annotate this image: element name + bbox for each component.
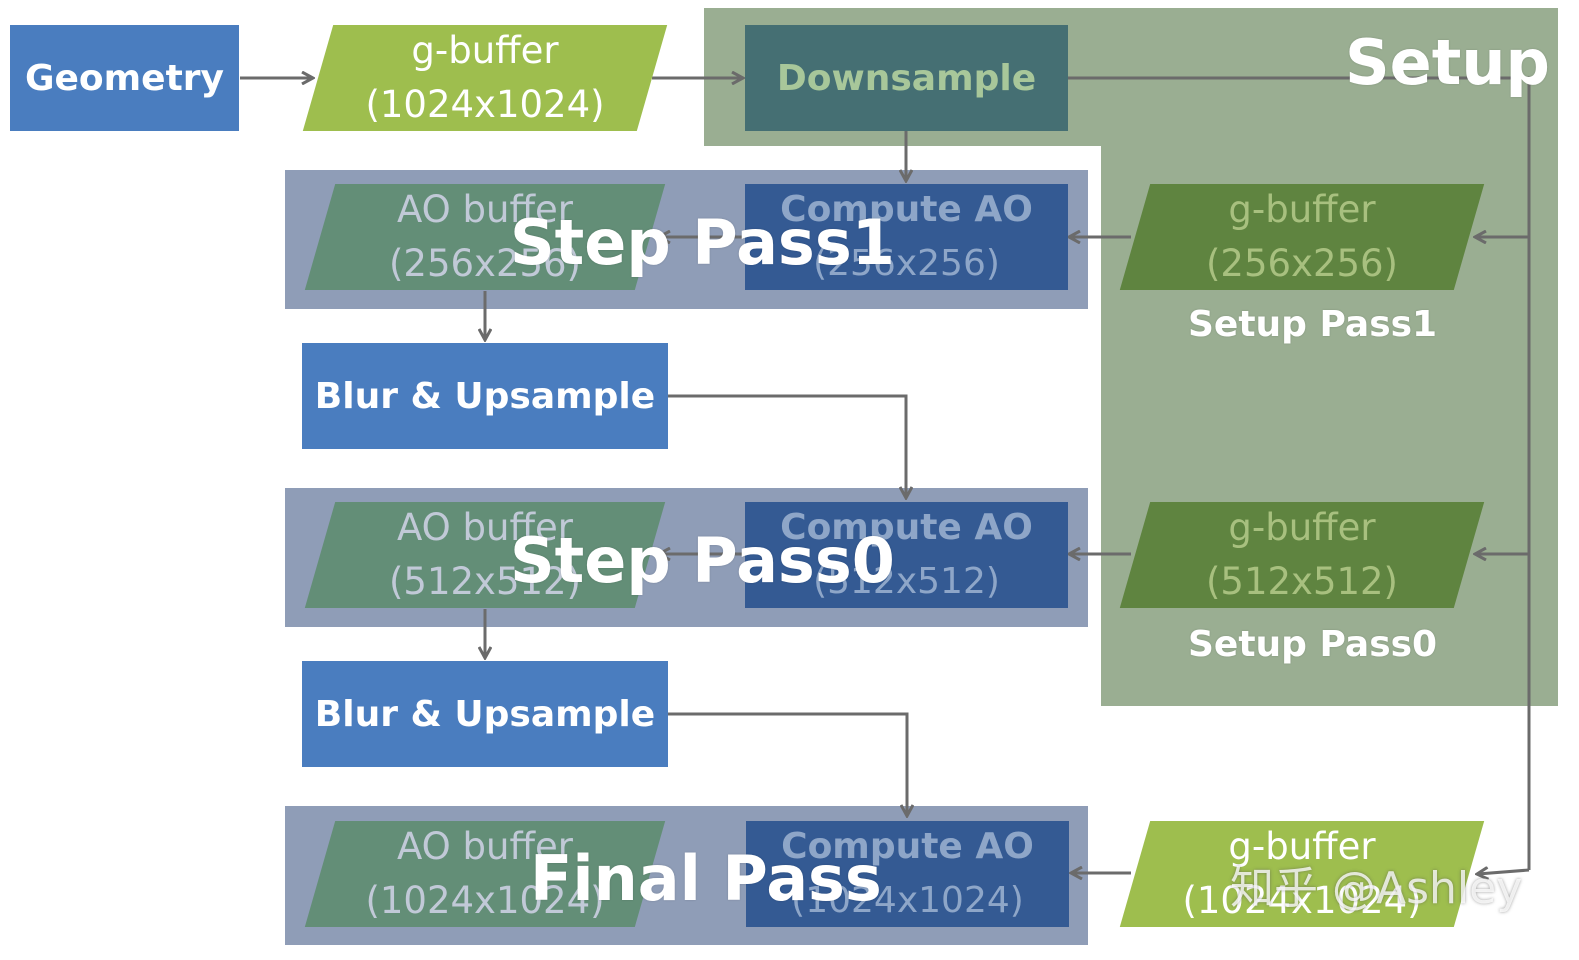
step-pass0-compute-ao: Compute AO (512x512) (745, 502, 1068, 608)
step-pass0-title: Step Pass0 (510, 524, 895, 597)
step-pass0-ao-line2: (512x512) (388, 560, 581, 603)
geometry-label: Geometry (24, 57, 225, 99)
final-pass-compute-ao: Compute AO (1024x1024) (746, 821, 1069, 927)
step-pass1-title: Step Pass1 (510, 206, 895, 279)
setup-pass1-buffer-line2: (256x256) (1205, 242, 1398, 285)
blur-upsample-1-box: Blur & Upsample (302, 343, 668, 449)
watermark: 知乎 @Ashley (1230, 863, 1523, 914)
final-pass-title: Final Pass (530, 842, 882, 915)
step-pass0-ao-line1: AO buffer (397, 506, 573, 549)
step-pass1-ao-buffer: AO buffer (256x256) (304, 184, 666, 290)
setup-bus-line (1068, 76, 1531, 870)
setup-pass1-buffer: g-buffer (256x256) (1119, 184, 1485, 290)
arrow-blur0-final-compute (668, 712, 907, 815)
setup-pass0-label: Setup Pass0 (1188, 624, 1438, 665)
final-gbuffer-line2: (1024x1024) (1182, 879, 1422, 922)
final-pass-ao-line2: (1024x1024) (365, 879, 605, 922)
step-pass1-ao-line2: (256x256) (388, 242, 581, 285)
gbuffer-full-line2: (1024x1024) (365, 83, 605, 126)
arrow-blur1-compute0 (668, 394, 906, 497)
step-pass1-compute-ao: Compute AO (256x256) (745, 184, 1068, 290)
downsample-label: Downsample (776, 57, 1037, 99)
arrow-bus-final-gbuffer (1478, 870, 1530, 874)
setup-pass0-buffer-line1: g-buffer (1228, 506, 1376, 549)
gbuffer-full-node: g-buffer (1024x1024) (302, 25, 668, 131)
final-pass-compute-line2: (1024x1024) (791, 880, 1024, 921)
blur-upsample-0-label: Blur & Upsample (314, 693, 656, 735)
setup-pass0-buffer-line2: (512x512) (1205, 560, 1398, 603)
setup-pass1-buffer-line1: g-buffer (1228, 188, 1376, 231)
setup-title: Setup (1345, 26, 1550, 99)
step-pass0-compute-line2: (512x512) (813, 561, 1000, 602)
setup-pass0-buffer: g-buffer (512x512) (1119, 502, 1485, 608)
step-pass1-ao-line1: AO buffer (397, 188, 573, 231)
step-pass1-compute-line2: (256x256) (813, 243, 1000, 284)
final-pass-ao-buffer: AO buffer (1024x1024) (304, 821, 666, 927)
blur-upsample-1-label: Blur & Upsample (314, 375, 656, 417)
final-gbuffer-line1: g-buffer (1228, 825, 1376, 868)
step-pass0-compute-line1: Compute AO (780, 507, 1033, 548)
blur-upsample-0-box: Blur & Upsample (302, 661, 668, 767)
gbuffer-full-line1: g-buffer (411, 29, 559, 72)
step-pass0-ao-buffer: AO buffer (512x512) (304, 502, 666, 608)
final-gbuffer: g-buffer (1024x1024) (1119, 821, 1485, 927)
final-pass-compute-line1: Compute AO (781, 826, 1034, 867)
step-pass1-compute-line1: Compute AO (780, 189, 1033, 230)
setup-pass1-label: Setup Pass1 (1188, 304, 1438, 345)
final-pass-ao-line1: AO buffer (397, 825, 573, 868)
geometry-box: Geometry (10, 25, 239, 131)
downsample-box: Downsample (745, 25, 1068, 131)
